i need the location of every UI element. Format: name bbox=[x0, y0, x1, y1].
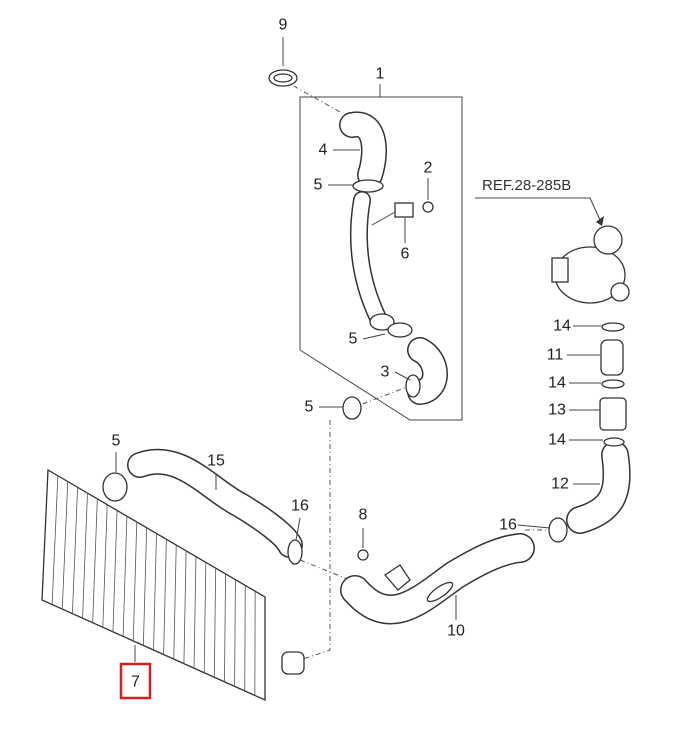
pipe-10-slot bbox=[426, 581, 454, 603]
callout-6: 6 bbox=[401, 246, 410, 263]
clamp-5 bbox=[342, 396, 362, 420]
callout-3: 3 bbox=[381, 364, 390, 381]
intercooler-fin bbox=[122, 516, 128, 637]
clamp-14 bbox=[601, 322, 625, 332]
intercooler-7 bbox=[41, 468, 266, 702]
leader-lines bbox=[115, 37, 603, 662]
turbo-outlet bbox=[610, 282, 630, 302]
clamp-16 bbox=[548, 517, 568, 543]
clamp-5 bbox=[352, 179, 384, 193]
intercooler-fin bbox=[142, 527, 148, 646]
callout-9: 9 bbox=[279, 17, 288, 34]
connector-13 bbox=[599, 397, 627, 431]
intercooler-fin bbox=[102, 504, 108, 628]
turbo-actuator bbox=[593, 225, 623, 255]
sensor-6 bbox=[394, 202, 414, 218]
intercooler-fin bbox=[163, 539, 167, 655]
callout-10: 10 bbox=[447, 623, 465, 640]
callout-13: 13 bbox=[548, 402, 566, 419]
intercooler-fin bbox=[244, 585, 246, 691]
pipe-3-end bbox=[369, 313, 395, 331]
callout-14: 14 bbox=[548, 375, 566, 392]
clamp-14 bbox=[601, 379, 625, 389]
clamp-16 bbox=[287, 539, 303, 565]
callout-16: 16 bbox=[499, 517, 517, 534]
intercooler-fin bbox=[173, 545, 177, 660]
callout-16: 16 bbox=[291, 498, 309, 515]
intercooler-fin bbox=[61, 481, 69, 610]
intercooler-fins bbox=[51, 475, 256, 696]
callout-5: 5 bbox=[314, 177, 323, 194]
clamp-14 bbox=[603, 437, 625, 447]
callout-5: 5 bbox=[305, 399, 314, 416]
callout-8: 8 bbox=[359, 507, 368, 524]
callout-14: 14 bbox=[548, 432, 566, 449]
intercooler-fin bbox=[183, 550, 187, 664]
intercooler-fin bbox=[82, 493, 88, 619]
callout-15: 15 bbox=[207, 453, 225, 470]
intercooler-fin bbox=[193, 556, 197, 669]
hose-3-end bbox=[405, 374, 421, 398]
intercooler-fin bbox=[132, 521, 138, 641]
hose-11 bbox=[600, 339, 624, 376]
intercooler-fin bbox=[51, 475, 59, 605]
leader-dashed bbox=[299, 420, 331, 661]
intercooler-fin bbox=[112, 510, 118, 632]
bracket bbox=[384, 564, 411, 591]
highlight-box bbox=[119, 662, 152, 700]
intercooler-fin bbox=[213, 568, 217, 678]
reference-label: REF.28-285B bbox=[482, 177, 571, 194]
intercooler-fin bbox=[92, 498, 98, 623]
leader-dashed bbox=[359, 384, 413, 406]
intercooler-fin bbox=[153, 533, 157, 651]
ref-arrowhead bbox=[596, 216, 604, 226]
assembly-1-frame bbox=[299, 96, 463, 421]
clamp-9-inner bbox=[273, 73, 293, 83]
callout-14: 14 bbox=[553, 318, 571, 335]
callout-5: 5 bbox=[349, 331, 358, 348]
ref-leader bbox=[475, 197, 601, 221]
callout-7: 7 bbox=[131, 674, 140, 691]
bolt-2 bbox=[422, 201, 434, 213]
bolt-8 bbox=[357, 549, 369, 561]
intercooler-fin bbox=[224, 573, 226, 682]
callout-11: 11 bbox=[547, 347, 564, 364]
turbo-flange bbox=[551, 257, 569, 283]
callout-4: 4 bbox=[319, 142, 328, 159]
leader-dashed bbox=[299, 559, 351, 581]
intercooler-fin bbox=[72, 487, 78, 614]
callout-5: 5 bbox=[112, 433, 121, 450]
intercooler-outlet bbox=[281, 651, 305, 675]
clamp-5 bbox=[102, 472, 128, 502]
callout-2: 2 bbox=[424, 160, 433, 177]
leader-dashed bbox=[282, 79, 341, 113]
callout-1: 1 bbox=[376, 66, 385, 83]
intercooler-fin bbox=[203, 562, 207, 673]
clamp-5 bbox=[387, 322, 413, 338]
callout-12: 12 bbox=[551, 476, 569, 493]
intercooler-fin bbox=[234, 579, 236, 687]
